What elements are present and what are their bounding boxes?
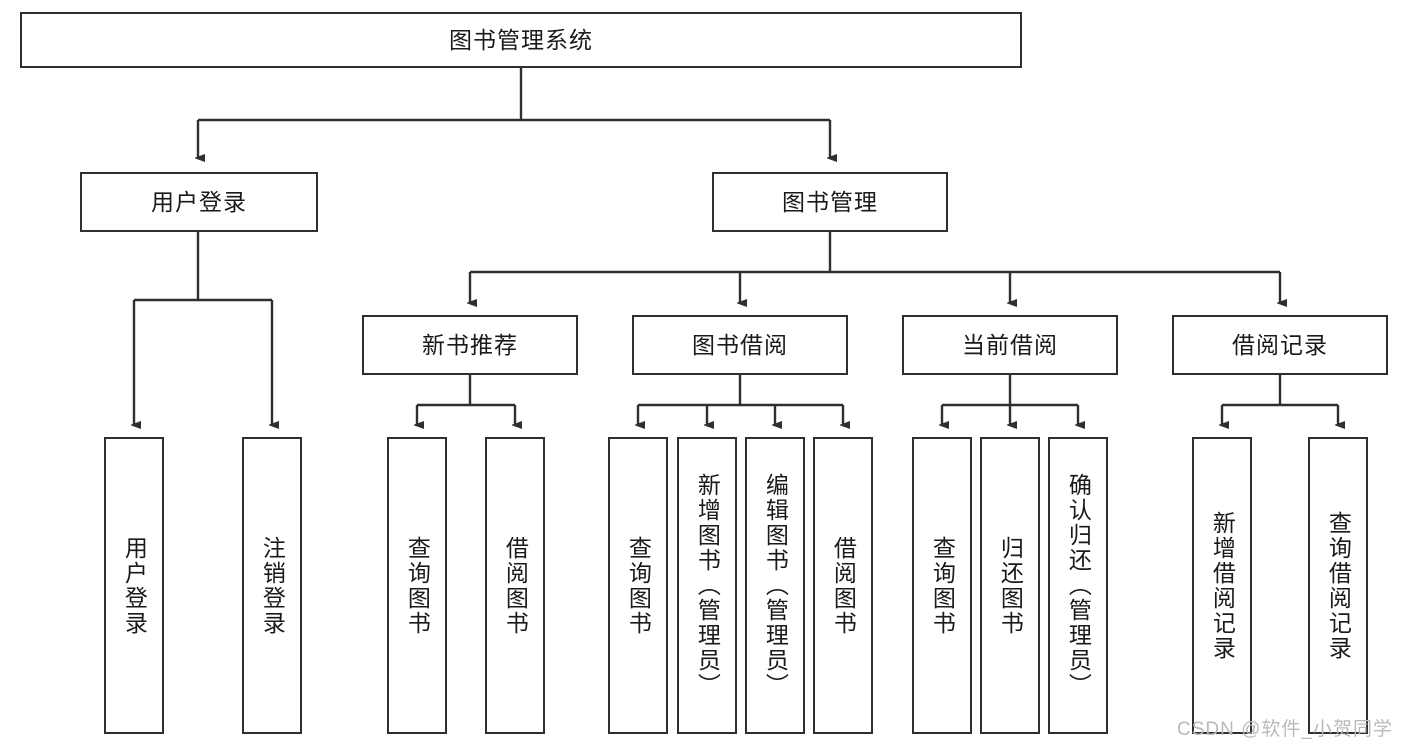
node-leaf-add-record-label: 新增借阅记录 [1209,510,1236,661]
node-borrow-record[interactable]: 借阅记录 [1172,315,1388,375]
node-book-borrow-label: 图书借阅 [692,331,788,358]
node-leaf-add-record[interactable]: 新增借阅记录 [1192,437,1252,734]
node-leaf-query-book-1-label: 查询图书 [404,535,431,636]
node-book-manage-label: 图书管理 [782,188,878,215]
node-root[interactable]: 图书管理系统 [20,12,1022,68]
node-leaf-query-book-2-label: 查询图书 [625,535,652,636]
node-leaf-user-login[interactable]: 用户登录 [104,437,164,734]
node-leaf-query-record[interactable]: 查询借阅记录 [1308,437,1368,734]
node-leaf-edit-book-label: 编辑图书（管理员） [762,473,789,698]
node-leaf-query-record-label: 查询借阅记录 [1325,510,1352,661]
node-leaf-query-book-1[interactable]: 查询图书 [387,437,447,734]
node-user-login-label: 用户登录 [151,188,247,215]
node-leaf-borrow-book-1-label: 借阅图书 [502,535,529,636]
node-leaf-query-book-3-label: 查询图书 [929,535,956,636]
node-current-borrow[interactable]: 当前借阅 [902,315,1118,375]
node-current-borrow-label: 当前借阅 [962,331,1058,358]
node-leaf-borrow-book-2-label: 借阅图书 [830,535,857,636]
node-leaf-add-book-label: 新增图书（管理员） [694,473,721,698]
node-user-login[interactable]: 用户登录 [80,172,318,232]
node-leaf-query-book-2[interactable]: 查询图书 [608,437,668,734]
node-leaf-logout-label: 注销登录 [259,535,286,636]
node-leaf-query-book-3[interactable]: 查询图书 [912,437,972,734]
node-new-book-rec[interactable]: 新书推荐 [362,315,578,375]
node-leaf-confirm-return-label: 确认归还（管理员） [1065,473,1092,698]
node-book-manage[interactable]: 图书管理 [712,172,948,232]
node-root-label: 图书管理系统 [449,26,593,53]
node-leaf-return-book[interactable]: 归还图书 [980,437,1040,734]
node-leaf-add-book[interactable]: 新增图书（管理员） [677,437,737,734]
node-leaf-logout[interactable]: 注销登录 [242,437,302,734]
node-borrow-record-label: 借阅记录 [1232,331,1328,358]
csdn-watermark: CSDN @软件_小贺同学 [1177,719,1393,740]
node-leaf-user-login-label: 用户登录 [121,535,148,636]
node-leaf-borrow-book-1[interactable]: 借阅图书 [485,437,545,734]
node-leaf-confirm-return[interactable]: 确认归还（管理员） [1048,437,1108,734]
node-book-borrow[interactable]: 图书借阅 [632,315,848,375]
node-leaf-return-book-label: 归还图书 [997,535,1024,636]
node-new-book-rec-label: 新书推荐 [422,331,518,358]
node-leaf-edit-book[interactable]: 编辑图书（管理员） [745,437,805,734]
node-leaf-borrow-book-2[interactable]: 借阅图书 [813,437,873,734]
